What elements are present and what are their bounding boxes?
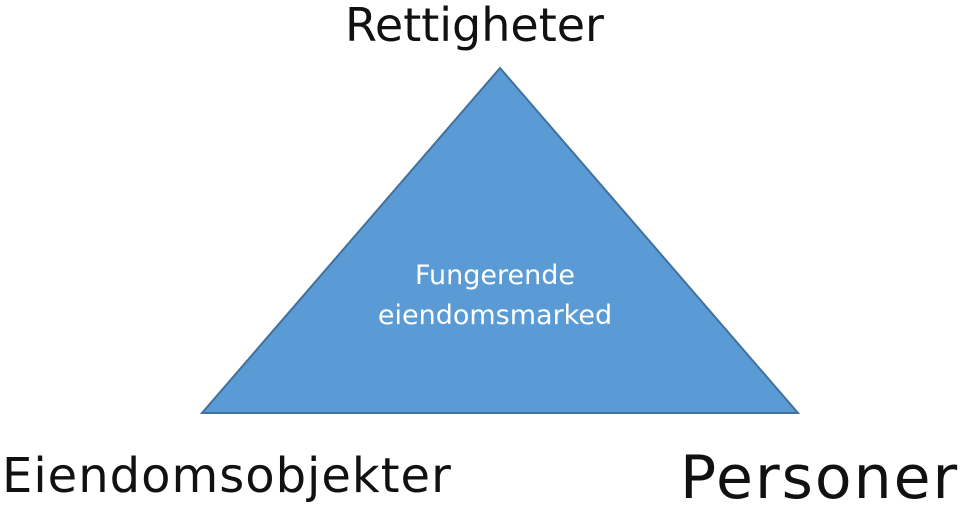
triangle-shape (199, 66, 801, 414)
top-label-rettigheter: Rettigheter (345, 0, 604, 52)
triangle-center-text: Fungerende eiendomsmarked (330, 256, 660, 336)
center-line-1: Fungerende (414, 260, 575, 291)
bottom-right-label-personer: Personer (680, 443, 960, 513)
center-line-2: eiendomsmarked (377, 300, 613, 331)
bottom-left-label-eiendomsobjekter: Eiendomsobjekter (2, 448, 452, 504)
